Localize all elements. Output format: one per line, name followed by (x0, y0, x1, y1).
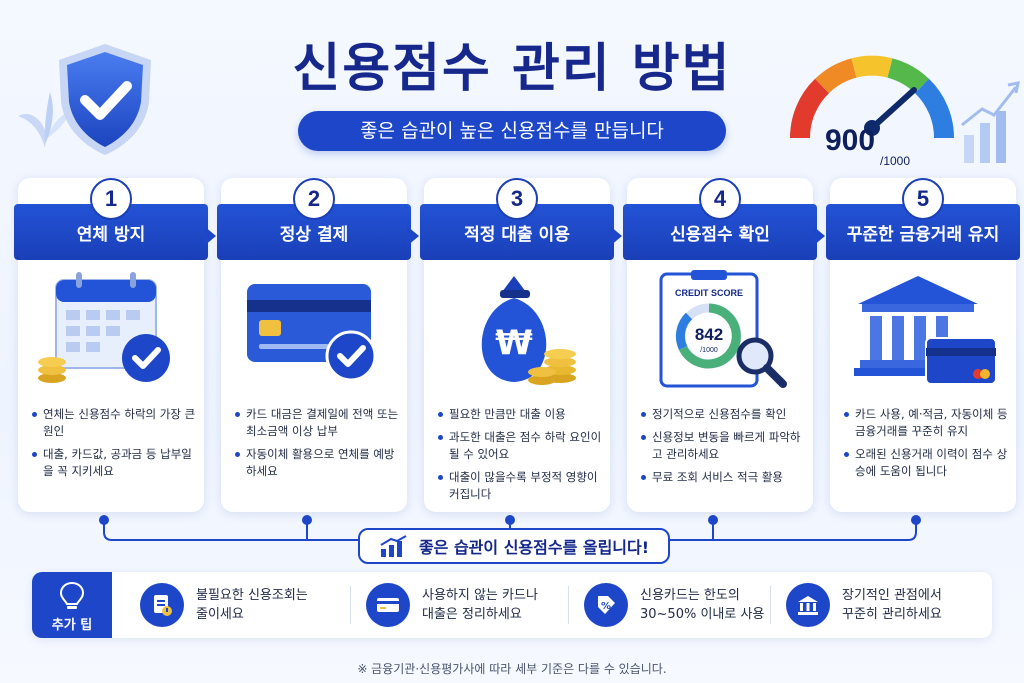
footnote: ※ 금융기관·신용평가사에 따라 세부 기준은 다를 수 있습니다. (357, 662, 667, 676)
tip-text: 신용카드는 한도의 30~50% 이내로 사용 (640, 588, 765, 622)
lightbulb-icon (59, 581, 85, 609)
document-alert-icon (140, 583, 184, 627)
arrow-right-icon (813, 226, 825, 246)
growth-chart-icon (961, 81, 1020, 163)
step-bullets: 정기적으로 신용점수를 확인 신용정보 변동을 빠르게 파악하고 관리하세요 무… (641, 406, 807, 492)
list-item: 대출이 많을수록 부정적 영향이 커집니다 (438, 469, 604, 503)
list-item: 카드 사용, 예·적금, 자동이체 등 금융거래를 꾸준히 유지 (844, 406, 1010, 440)
divider (350, 586, 351, 624)
tip-item-1: 불필요한 신용조회는 줄이세요 (140, 582, 308, 628)
arrow-right-icon (204, 226, 216, 246)
bank-building-icon (854, 276, 997, 385)
credit-card-check-icon (247, 284, 377, 382)
step-card-1: 1 연체 방지 연체는 신용점수 하락의 가장 큰 원인 대출, 카드값, 공과… (14, 178, 208, 512)
list-item: 카드 대금은 결제일에 전액 또는 최소금액 이상 납부 (235, 406, 401, 440)
tip-item-4: 장기적인 관점에서 꾸준히 관리하세요 (786, 582, 942, 628)
step-title: 적정 대출 이용 (420, 204, 614, 260)
credit-card-icon (366, 583, 410, 627)
subtitle-banner: 좋은 습관이 높은 신용점수를 만듭니다 (298, 111, 726, 151)
shield-check-icon (59, 44, 151, 155)
step-bullets: 연체는 신용점수 하락의 가장 큰 원인 대출, 카드값, 공과금 등 납부일을… (32, 406, 198, 486)
arrow-right-icon (407, 226, 419, 246)
step-number: 2 (293, 178, 335, 220)
summary-banner: 좋은 습관이 신용점수를 올립니다! (358, 528, 670, 564)
steps-connector (99, 515, 921, 541)
credit-gauge-icon (789, 55, 955, 139)
credit-score-label: CREDIT SCORE (675, 288, 743, 298)
bar-chart-up-icon (380, 535, 407, 557)
leaf-decoration-icon (18, 92, 72, 148)
tip-item-3: % 신용카드는 한도의 30~50% 이내로 사용 (584, 582, 764, 628)
bank-icon (786, 583, 830, 627)
credit-report-magnifier-icon: CREDIT SCORE 842 /1000 (659, 270, 787, 388)
tip-item-2: 사용하지 않는 카드나 대출은 정리하세요 (366, 582, 538, 628)
step-number: 1 (90, 178, 132, 220)
step-card-4: 4 신용점수 확인 CREDIT SCORE 842 /1000 정기적으로 신… (623, 178, 817, 512)
money-bag-icon: ₩ (481, 276, 576, 385)
tips-label: 추가 팁 (51, 618, 93, 633)
step-number: 3 (496, 178, 538, 220)
list-item: 오래된 신용거래 이력이 점수 상승에 도움이 됩니다 (844, 446, 1010, 480)
list-item: 신용정보 변동을 빠르게 파악하고 관리하세요 (641, 429, 807, 463)
summary-text: 좋은 습관이 신용점수를 올립니다! (418, 538, 650, 557)
list-item: 대출, 카드값, 공과금 등 납부일을 꼭 지키세요 (32, 446, 198, 480)
divider (770, 586, 771, 624)
calendar-check-icon (38, 272, 170, 383)
tip-text: 장기적인 관점에서 꾸준히 관리하세요 (842, 588, 942, 622)
extra-tips-bar: 추가 팁 불필요한 신용조회는 줄이세요 사용하지 않는 카드나 대출은 정리하… (32, 572, 992, 638)
step-title: 꾸준한 금융거래 유지 (826, 204, 1020, 260)
step-card-5: 5 꾸준한 금융거래 유지 카드 사용, 예·적금, 자동이체 등 금융거래를 … (826, 178, 1020, 512)
percent-tag-icon: % (584, 583, 628, 627)
page-title: 신용점수 관리 방법 (292, 39, 732, 99)
step-number: 4 (699, 178, 741, 220)
step-bullets: 카드 대금은 결제일에 전액 또는 최소금액 이상 납부 자동이체 활용으로 연… (235, 406, 401, 486)
won-symbol: ₩ (495, 323, 533, 363)
tip-text: 불필요한 신용조회는 줄이세요 (196, 588, 308, 622)
step-bullets: 카드 사용, 예·적금, 자동이체 등 금융거래를 꾸준히 유지 오래된 신용거… (844, 406, 1010, 486)
list-item: 무료 조회 서비스 적극 활용 (641, 469, 807, 486)
list-item: 필요한 만큼만 대출 이용 (438, 406, 604, 423)
gauge-max: /1000 (880, 154, 911, 168)
step-number: 5 (902, 178, 944, 220)
step-bullets: 필요한 만큼만 대출 이용 과도한 대출은 점수 하락 요인이 될 수 있어요 … (438, 406, 604, 509)
list-item: 과도한 대출은 점수 하락 요인이 될 수 있어요 (438, 429, 604, 463)
svg-text:%: % (601, 601, 611, 612)
tip-text: 사용하지 않는 카드나 대출은 정리하세요 (422, 588, 538, 622)
credit-score-max: /1000 (700, 347, 718, 354)
gauge-score: 900 (825, 124, 876, 157)
list-item: 정기적으로 신용점수를 확인 (641, 406, 807, 423)
arrow-right-icon (610, 226, 622, 246)
credit-score-value: 842 (695, 325, 723, 344)
step-card-3: 3 적정 대출 이용 ₩ 필요한 만큼만 대출 이용 과도한 대출은 점수 하락… (420, 178, 614, 512)
divider (568, 586, 569, 624)
step-card-2: 2 정상 결제 카드 대금은 결제일에 전액 또는 최소금액 이상 납부 자동이… (217, 178, 411, 512)
tips-label-block: 추가 팁 (32, 572, 112, 638)
list-item: 자동이체 활용으로 연체를 예방하세요 (235, 446, 401, 480)
list-item: 연체는 신용점수 하락의 가장 큰 원인 (32, 406, 198, 440)
